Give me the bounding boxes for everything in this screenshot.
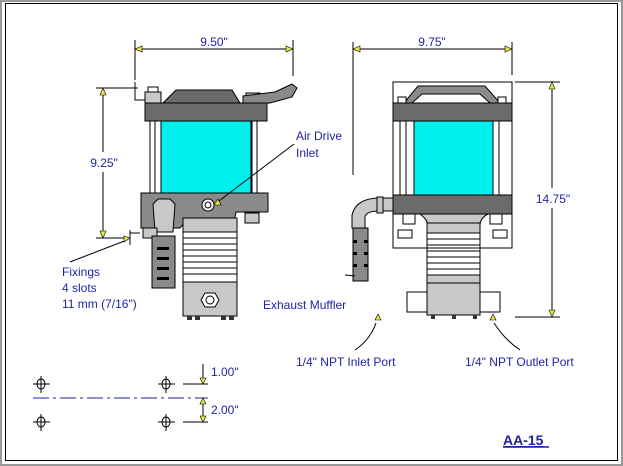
drawing-frame bbox=[5, 3, 618, 461]
inlet-port-label: 1/4" NPT Inlet Port bbox=[296, 355, 396, 369]
front-height-dimension: 14.75" bbox=[536, 192, 570, 206]
air-drive-inlet-port bbox=[201, 198, 215, 212]
model-number: AA-15 bbox=[503, 432, 544, 448]
side-view: 9.50" 9.25" bbox=[90, 35, 298, 320]
hole-spacing-dimension: 2.00" bbox=[211, 403, 239, 417]
side-width-dimension: 9.50" bbox=[200, 35, 228, 49]
front-view: 9.75" 14.75" bbox=[351, 35, 570, 319]
fixings-slots-label: 4 slots bbox=[62, 281, 97, 295]
exhaust-muffler-side bbox=[151, 235, 176, 289]
fixings-label: Fixings bbox=[62, 265, 100, 279]
hole-offset-dimension: 1.00" bbox=[211, 365, 239, 379]
outlet-port-label: 1/4" NPT Outlet Port bbox=[465, 355, 574, 369]
exhaust-muffler-label: Exhaust Muffler bbox=[263, 298, 346, 312]
callouts: Air Drive Inlet Fixings 4 slots 11 mm (7… bbox=[62, 129, 574, 369]
air-drive-inlet-label-2: Inlet bbox=[296, 146, 319, 160]
mounting-hole-pattern: 1.00" 2.00" bbox=[33, 364, 239, 431]
front-width-dimension: 9.75" bbox=[418, 35, 446, 49]
fixings-size-label: 11 mm (7/16") bbox=[62, 297, 137, 311]
air-drive-inlet-label: Air Drive bbox=[296, 129, 342, 143]
side-height-dimension: 9.25" bbox=[90, 156, 118, 170]
